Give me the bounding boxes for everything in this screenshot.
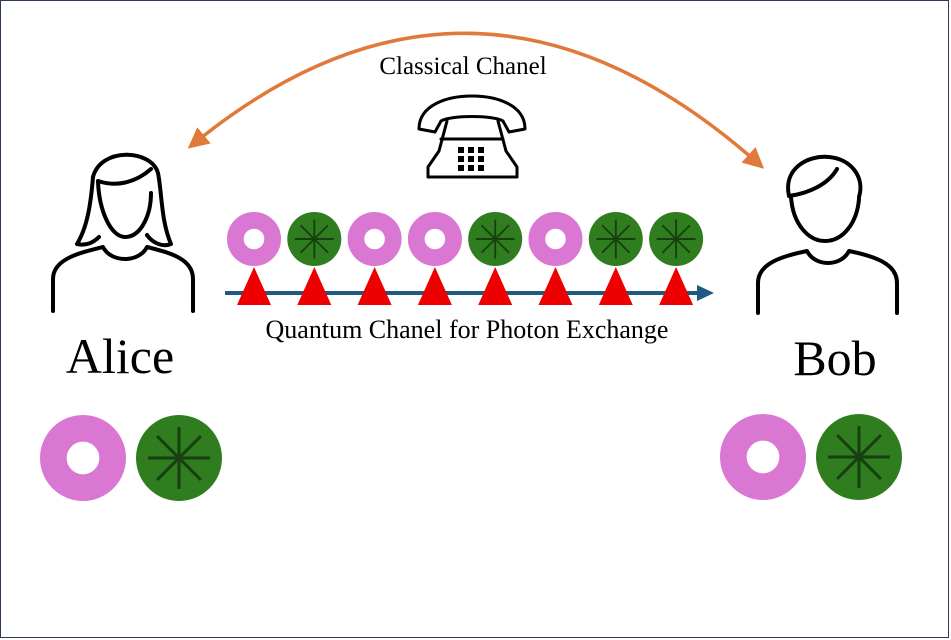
quantum-channel-label: Quantum Chanel for Photon Exchange bbox=[266, 315, 669, 344]
photon-disc bbox=[588, 212, 643, 266]
photon-triangle bbox=[478, 267, 513, 305]
alice-basis-disc bbox=[136, 415, 222, 501]
photon-triangle bbox=[417, 267, 452, 305]
alice-basis-symbols bbox=[40, 414, 222, 501]
classical-channel-label: Classical Chanel bbox=[379, 53, 546, 80]
bob-label: Bob bbox=[793, 330, 876, 386]
photon-triangle bbox=[538, 267, 573, 305]
alice-label: Alice bbox=[66, 328, 174, 384]
telephone-keypad bbox=[458, 147, 484, 171]
alice-person-icon bbox=[51, 152, 195, 313]
photon-triangle bbox=[237, 267, 271, 305]
photon-ring bbox=[407, 211, 462, 266]
bob-basis-disc bbox=[816, 414, 902, 500]
alice-basis-ring bbox=[40, 414, 127, 501]
photon-triangle bbox=[598, 267, 633, 305]
classical-channel-arrow bbox=[187, 31, 765, 169]
photon-triangle bbox=[357, 267, 392, 305]
photon-ring bbox=[528, 211, 583, 266]
bob-basis-ring bbox=[720, 413, 807, 500]
bob-basis-symbols bbox=[720, 413, 902, 500]
photon-disc bbox=[287, 212, 342, 266]
quantum-channel-arrowhead bbox=[697, 285, 714, 301]
photon-sequence bbox=[226, 211, 704, 305]
photon-triangle bbox=[659, 267, 694, 305]
photon-ring bbox=[347, 211, 402, 266]
photon-ring bbox=[226, 211, 281, 266]
bob-person-icon bbox=[756, 154, 899, 315]
photon-triangle bbox=[297, 267, 332, 305]
photon-disc bbox=[649, 212, 704, 266]
telephone-icon bbox=[417, 94, 527, 179]
photon-disc bbox=[468, 212, 523, 266]
